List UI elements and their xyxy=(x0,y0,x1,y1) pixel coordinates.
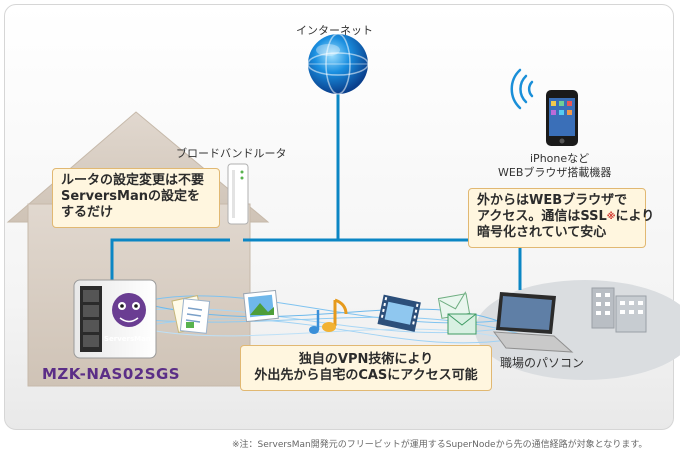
browser-note-line3: 暗号化されていて安心 xyxy=(477,225,607,240)
router-note-line3: するだけ xyxy=(61,205,114,220)
vpn-note-line1: 独自のVPN技術により xyxy=(298,352,434,367)
router-label: ブロードバンドルータ xyxy=(176,147,287,160)
router-note-line1: ルータの設定変更は不要 xyxy=(61,173,205,188)
nas-server-icon xyxy=(73,279,157,359)
photo-icon xyxy=(243,289,279,323)
model-name: MZK-NAS02SGS xyxy=(42,365,181,383)
browser-note-line2-tail: により xyxy=(615,209,655,224)
mail-icon xyxy=(437,291,477,335)
laptop-icon xyxy=(492,292,574,353)
film-icon xyxy=(377,294,421,332)
iphone-label-line1: iPhoneなど xyxy=(530,152,590,165)
router-note-callout: ルータの設定変更は不要 ServersManの設定を するだけ xyxy=(52,168,220,228)
music-note-icon xyxy=(309,298,348,334)
iphone-icon xyxy=(546,90,578,146)
vpn-note-callout: 独自のVPN技術により 外出先から自宅のCASにアクセス可能 xyxy=(240,345,492,391)
router-note-line2: ServersManの設定を xyxy=(61,189,200,204)
iphone-label-line2: WEBブラウザ搭載機器 xyxy=(498,166,612,179)
internet-label: インターネット xyxy=(296,24,373,37)
footnote: ※注：ServersMan開発元のフリービットが運用するSuperNodeから先… xyxy=(232,440,648,450)
office-building-icon xyxy=(591,287,647,333)
browser-note-line1: 外からはWEBブラウザで xyxy=(477,193,628,208)
browser-note-line2: アクセス。通信はSSL xyxy=(477,209,607,224)
asterisk-mark: ※ xyxy=(606,212,616,222)
vpn-note-line2: 外出先から自宅のCASにアクセス可能 xyxy=(254,368,478,383)
globe-icon xyxy=(307,33,369,95)
device-badge-label: ServersMan xyxy=(104,335,151,343)
browser-note-callout: 外からはWEBブラウザで アクセス。通信はSSL※により 暗号化されていて安心 xyxy=(468,188,654,248)
document-icon xyxy=(171,295,211,334)
wifi-icon xyxy=(510,68,534,110)
router-icon xyxy=(227,163,249,225)
work-pc-label: 職場のパソコン xyxy=(500,356,585,370)
